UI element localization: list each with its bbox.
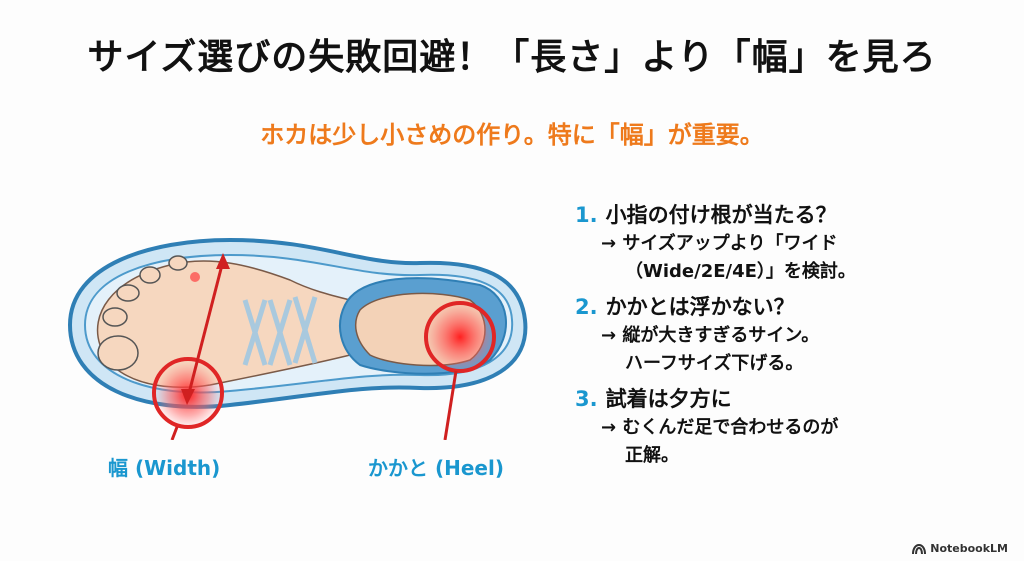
tip-item: 3. 試着は夕方に → むくんだ足で合わせるのが正解。 xyxy=(575,384,995,470)
tip-heading: 小指の付け根が当たる？ xyxy=(605,203,837,227)
tip-line: → サイズアップより「ワイド xyxy=(601,233,838,254)
brand-watermark: NotebookLM xyxy=(912,542,1008,555)
tip-number: 3. xyxy=(575,387,598,411)
notebooklm-logo-icon xyxy=(912,543,927,554)
slide-title: サイズ選びの失敗回避！「長さ」より「幅」を見ろ xyxy=(87,37,937,78)
tips-list: 1. 小指の付け根が当たる？ → サイズアップより「ワイド （Wide/2E/4E）… xyxy=(575,200,995,476)
tip-heading: かかとは浮かない？ xyxy=(605,295,795,319)
tip-line: → 縦が大きすぎるサイン。 xyxy=(601,325,820,346)
tip-number: 2. xyxy=(575,295,598,319)
slide-subtitle: ホカは少し小さめの作り。特に「幅」が重要。 xyxy=(260,121,764,149)
width-label: 幅 (Width) xyxy=(108,456,221,480)
tip-item: 2. かかとは浮かない？ → 縦が大きすぎるサイン。ハーフサイズ下げる。 xyxy=(575,292,995,378)
tip-heading: 試着は夕方に xyxy=(605,387,732,411)
tip-number: 1. xyxy=(575,203,598,227)
tip-item: 1. 小指の付け根が当たる？ → サイズアップより「ワイド （Wide/2E/4E）… xyxy=(575,200,995,286)
tip-line: ハーフサイズ下げる。 xyxy=(625,353,804,374)
tip-line: → むくんだ足で合わせるのが xyxy=(601,417,839,438)
tip-line: 正解。 xyxy=(625,445,679,466)
shoe-fit-illustration xyxy=(60,225,560,441)
brand-name: NotebookLM xyxy=(930,542,1008,555)
tip-line: （Wide/2E/4E）」を検討。 xyxy=(625,261,856,282)
heel-label: かかと (Heel) xyxy=(368,456,504,480)
